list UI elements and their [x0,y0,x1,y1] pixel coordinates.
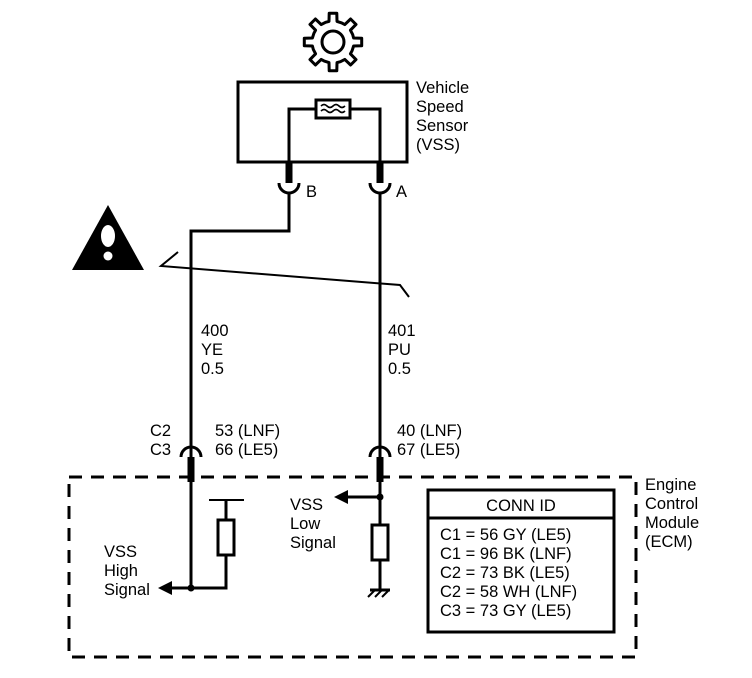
vss-low-label-line3: Signal [290,534,336,552]
break-line [158,251,410,298]
wire-400-gauge: 0.5 [201,360,224,378]
sensor-label-line2: Speed [416,98,464,116]
vss-low-label-line1: VSS [290,496,323,514]
pin-a-label: A [396,183,407,201]
caution-icon [72,205,144,270]
vss-low-label-line2: Low [290,515,320,533]
sensor-box [236,80,409,164]
ecm-label-line2: Control [645,495,698,513]
ecm-pin-right-1: 40 (LNF) [397,422,462,440]
wire-401-color: PU [388,341,411,359]
sensor-label-line3: Sensor [416,117,469,135]
ecm-label-line3: Module [645,514,699,532]
sensor-loop-left [287,107,316,170]
wire-400-color: YE [201,341,223,359]
ecm-pin-left-1: 53 (LNF) [215,422,280,440]
wire-400 [189,193,291,590]
ecm-pin-left-2: 66 (LE5) [215,441,278,459]
ecm-pin-right-2: 67 (LE5) [397,441,460,459]
sensor-loop-right [350,107,382,170]
ecm-label-line4: (ECM) [645,533,693,551]
pin-b-label: B [306,183,317,201]
gear-icon [302,11,364,73]
conn-id-row: C1 = 96 BK (LNF) [440,545,572,563]
conn-id-row: C2 = 73 BK (LE5) [440,564,570,582]
ecm-conn-left-1: C2 [150,422,171,440]
vss-high-label-line2: High [104,562,138,580]
ecm-label-line1: Engine [645,476,696,494]
conn-id-row: C3 = 73 GY (LE5) [440,602,571,620]
sensor-label-line1: Vehicle [416,79,469,97]
vss-high-circuit [158,499,244,595]
conn-id-row: C2 = 58 WH (LNF) [440,583,577,601]
pin-a-connector [368,162,392,195]
sensor-element-icon [314,98,352,120]
vss-high-label-line3: Signal [104,581,150,599]
conn-id-row: C1 = 56 GY (LE5) [440,526,571,544]
vss-low-circuit [334,482,390,590]
wire-401-gauge: 0.5 [388,360,411,378]
ground-icon [367,588,390,598]
vss-high-label-line1: VSS [104,543,137,561]
conn-id-table [426,488,616,634]
pin-b-connector [277,162,301,195]
ecm-conn-left-2: C3 [150,441,171,459]
wire-400-circuit: 400 [201,322,229,340]
sensor-label-line4: (VSS) [416,136,460,154]
wire-401-circuit: 401 [388,322,416,340]
conn-id-title: CONN ID [486,497,556,515]
